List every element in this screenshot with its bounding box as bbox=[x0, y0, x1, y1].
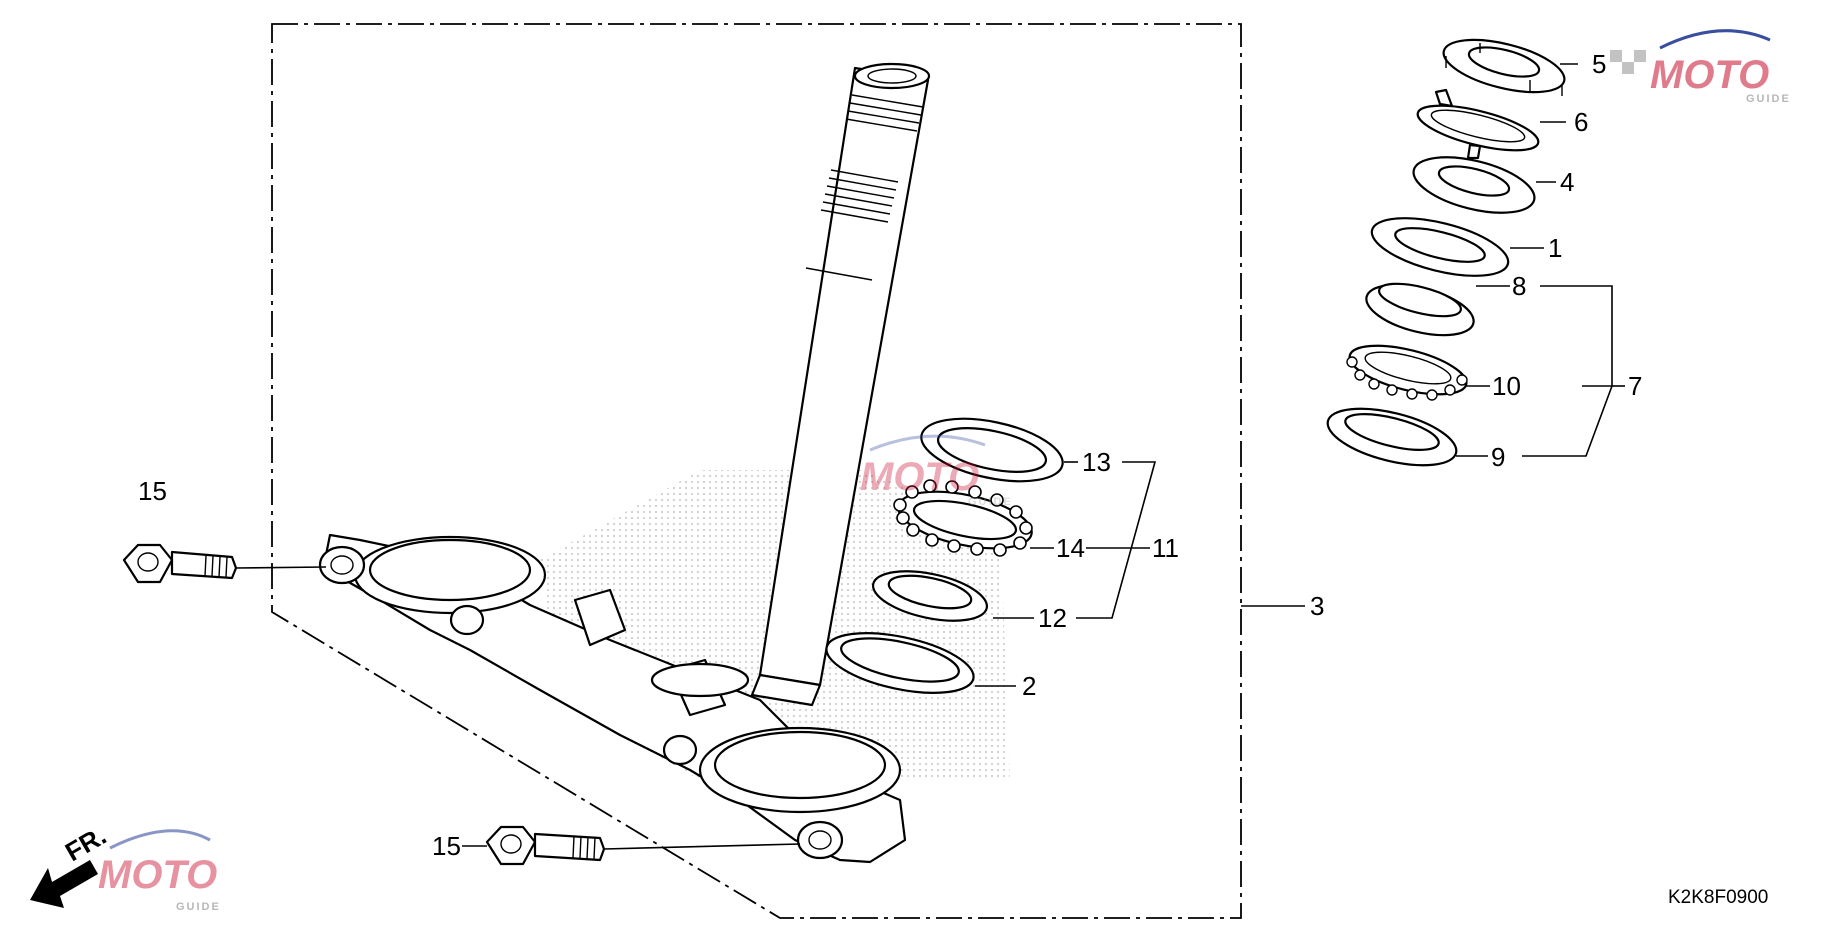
callout-6: 6 bbox=[1574, 107, 1588, 137]
outer-race-2 bbox=[825, 632, 975, 694]
watermark-logo-center: MOTO GUIDE bbox=[860, 434, 1013, 508]
inner-race-12 bbox=[871, 570, 989, 622]
watermark-sub-3: GUIDE bbox=[176, 901, 221, 913]
flange-bolt-lower bbox=[485, 825, 606, 866]
steering-stem bbox=[758, 62, 931, 687]
callout-10: 10 bbox=[1492, 371, 1521, 401]
callout-7: 7 bbox=[1628, 371, 1642, 401]
callout-9: 9 bbox=[1491, 442, 1505, 472]
adjust-nut-4 bbox=[1412, 156, 1536, 214]
callout-14: 14 bbox=[1056, 533, 1085, 563]
dust-seal-13 bbox=[920, 417, 1064, 483]
watermark-logo-text-3: MOTO bbox=[98, 853, 217, 897]
callout-12: 12 bbox=[1038, 603, 1067, 633]
watermark-sub-1: GUIDE bbox=[1746, 93, 1791, 105]
callout-13: 13 bbox=[1082, 447, 1111, 477]
watermark-sub-2: GUIDE bbox=[968, 496, 1013, 508]
front-arrow-icon bbox=[30, 860, 98, 908]
lock-nut-5 bbox=[1442, 38, 1566, 96]
upper-race-8 bbox=[1365, 282, 1475, 337]
leader-lines bbox=[235, 63, 1625, 850]
watermark-logo-text-2: MOTO bbox=[860, 455, 979, 499]
lock-washer-6 bbox=[1416, 88, 1540, 160]
callout-4: 4 bbox=[1560, 167, 1574, 197]
callout-2: 2 bbox=[1022, 671, 1036, 701]
lower-bracket bbox=[318, 533, 907, 864]
callout-8: 8 bbox=[1512, 271, 1526, 301]
callout-5: 5 bbox=[1592, 49, 1606, 79]
lower-race-9 bbox=[1326, 407, 1458, 467]
flange-bolt-upper bbox=[122, 543, 238, 584]
ball-retainer-14 bbox=[893, 479, 1033, 557]
dust-seal-1 bbox=[1370, 217, 1510, 277]
diagram-code: K2K8F0900 bbox=[1668, 887, 1768, 908]
watermark-logo-top-right: MOTO GUIDE bbox=[1610, 29, 1791, 105]
callout-15-lower: 15 bbox=[432, 831, 461, 861]
callout-labels: 5 6 4 1 8 10 7 9 13 14 11 12 2 3 15 15 bbox=[138, 49, 1642, 861]
ball-retainer-10 bbox=[1346, 344, 1468, 401]
callout-11: 11 bbox=[1152, 533, 1179, 563]
callout-3: 3 bbox=[1310, 591, 1324, 621]
assembly-boundary bbox=[271, 23, 1242, 919]
watermark-logo-text-1: MOTO bbox=[1650, 53, 1769, 97]
watermark-logo-bottom-left: MOTO GUIDE bbox=[98, 829, 221, 913]
callout-15-upper: 15 bbox=[138, 476, 167, 506]
callout-1: 1 bbox=[1548, 233, 1562, 263]
